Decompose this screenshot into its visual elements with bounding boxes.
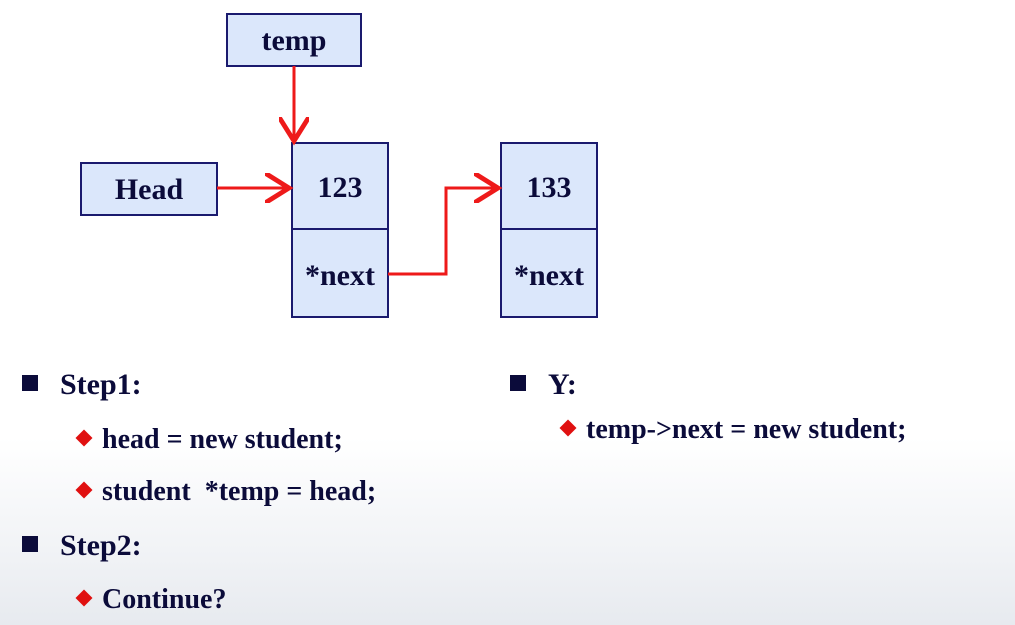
diamond-bullet-icon	[75, 429, 93, 447]
node-1: 123 *next	[291, 142, 389, 318]
step2-item-1-text: Continue?	[102, 584, 227, 615]
square-bullet-icon	[510, 375, 526, 391]
step1-item-1-text: head = new student;	[102, 424, 343, 455]
step1-item-1: head = new student;	[75, 424, 343, 456]
y-item-1: temp->next = new student;	[559, 414, 907, 446]
step2-heading: Step2:	[22, 529, 142, 563]
diamond-bullet-icon	[75, 589, 93, 607]
y-item-1-text: temp->next = new student;	[586, 414, 907, 445]
diamond-bullet-icon	[559, 419, 577, 437]
node1-next-to-node2-arrow	[388, 188, 495, 276]
linked-list-diagram: temp Head 123 *next 133 *next	[80, 13, 598, 318]
step1-label: Step1:	[60, 368, 142, 401]
head-label: Head	[115, 173, 184, 206]
head-pointer-box: Head	[80, 162, 218, 216]
temp-label: temp	[262, 24, 327, 57]
step1-item-2-text: student *temp = head;	[102, 476, 377, 507]
square-bullet-icon	[22, 375, 38, 391]
node-2-next: *next	[514, 259, 584, 292]
square-bullet-icon	[22, 536, 38, 552]
node-2: 133 *next	[500, 142, 598, 318]
temp-pointer-box: temp	[226, 13, 362, 67]
step1-heading: Step1:	[22, 368, 142, 402]
node-1-next: *next	[305, 259, 375, 292]
diamond-bullet-icon	[75, 481, 93, 499]
y-heading: Y:	[510, 368, 577, 402]
y-label: Y:	[548, 368, 577, 401]
step1-item-2: student *temp = head;	[75, 476, 377, 508]
node-2-value: 133	[527, 171, 572, 204]
step2-item-1: Continue?	[75, 584, 227, 616]
node-1-value: 123	[318, 171, 363, 204]
step2-label: Step2:	[60, 529, 142, 562]
